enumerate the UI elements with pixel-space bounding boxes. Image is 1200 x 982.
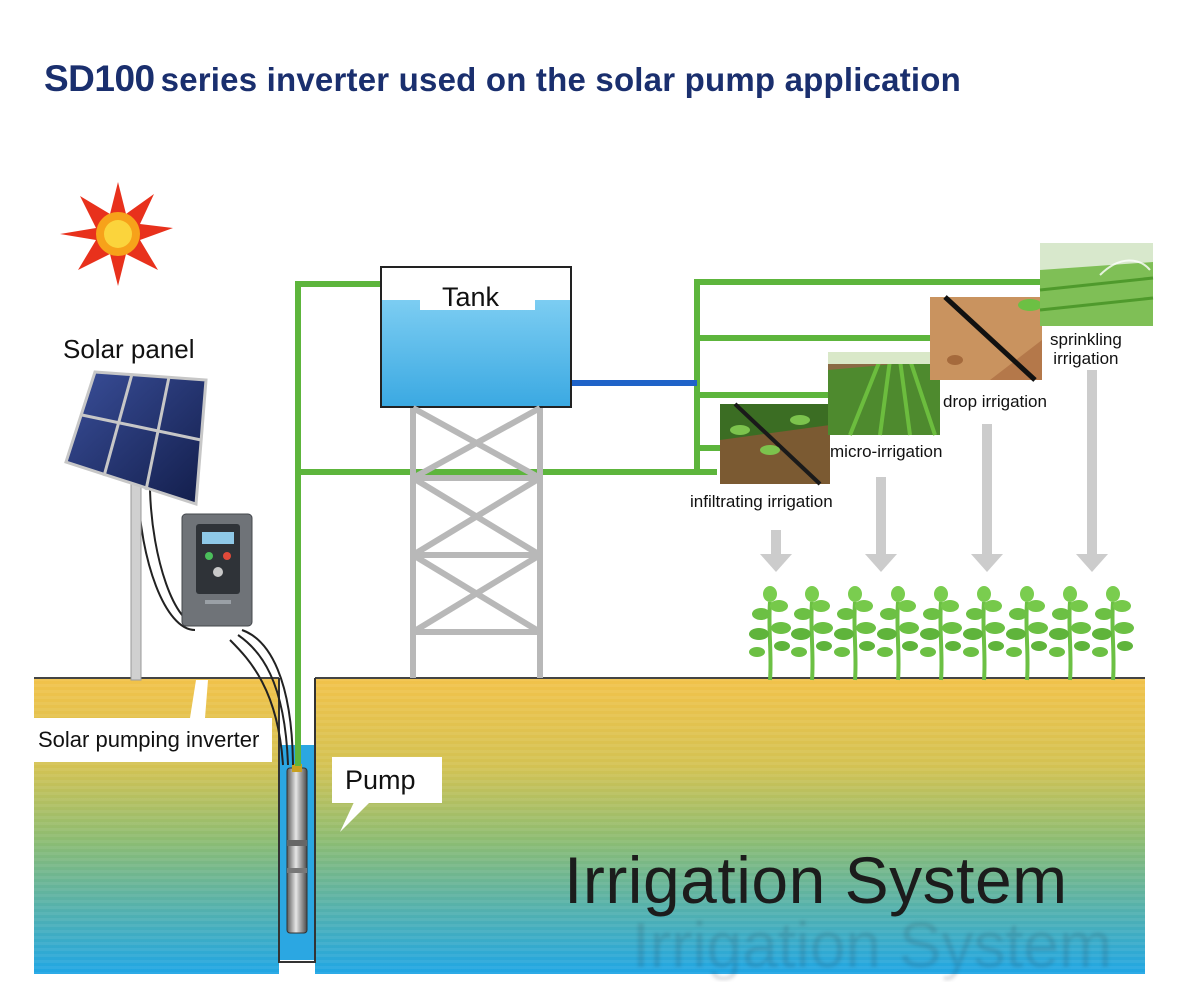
sun-icon xyxy=(60,182,173,286)
title-model: SD100 xyxy=(44,58,155,99)
tank-label: Tank xyxy=(442,282,500,312)
plant-icon xyxy=(747,584,793,682)
plant-icon xyxy=(1047,584,1093,682)
micro-label: micro-irrigation xyxy=(830,442,943,461)
plant-icon xyxy=(789,584,835,682)
photo-infiltrating xyxy=(720,402,830,486)
inverter-callout: Solar pumping inverter xyxy=(34,718,272,762)
plant-icon xyxy=(832,584,878,682)
solar-panel-icon xyxy=(64,370,208,681)
plant-icon xyxy=(1090,584,1136,682)
pump-callout-pointer xyxy=(340,800,372,832)
pump-icon xyxy=(286,764,308,934)
title-text: series inverter used on the solar pump a… xyxy=(160,61,962,98)
tower-icon xyxy=(410,405,543,678)
arrows xyxy=(760,370,1108,572)
inverter-cables xyxy=(137,487,294,766)
sprinkling-label-line2: irrigation xyxy=(1053,349,1119,368)
photo-micro xyxy=(828,352,940,436)
photo-drop xyxy=(930,295,1042,382)
sprinkling-label: sprinkling irrigation xyxy=(1050,330,1122,368)
sprinkling-label-line1: sprinkling xyxy=(1050,330,1122,349)
inverter-callout-pointer xyxy=(190,680,208,718)
plant-icon xyxy=(961,584,1007,682)
plant-icon xyxy=(875,584,921,682)
banner-title: Irrigation System xyxy=(564,843,1068,917)
plant-icon xyxy=(1004,584,1050,682)
tank-icon xyxy=(380,266,572,408)
pump-callout: Pump xyxy=(332,757,442,803)
infiltrating-label: infiltrating irrigation xyxy=(690,492,833,511)
inverter-icon xyxy=(181,513,253,627)
banner-reflection: Irrigation System xyxy=(632,909,1113,981)
pipe-network xyxy=(295,279,1042,766)
plant-icon xyxy=(918,584,964,682)
plant-row xyxy=(747,584,1136,682)
drop-label: drop irrigation xyxy=(943,392,1047,411)
photo-sprinkling xyxy=(1039,243,1154,326)
solar-panel-label: Solar panel xyxy=(63,334,195,364)
